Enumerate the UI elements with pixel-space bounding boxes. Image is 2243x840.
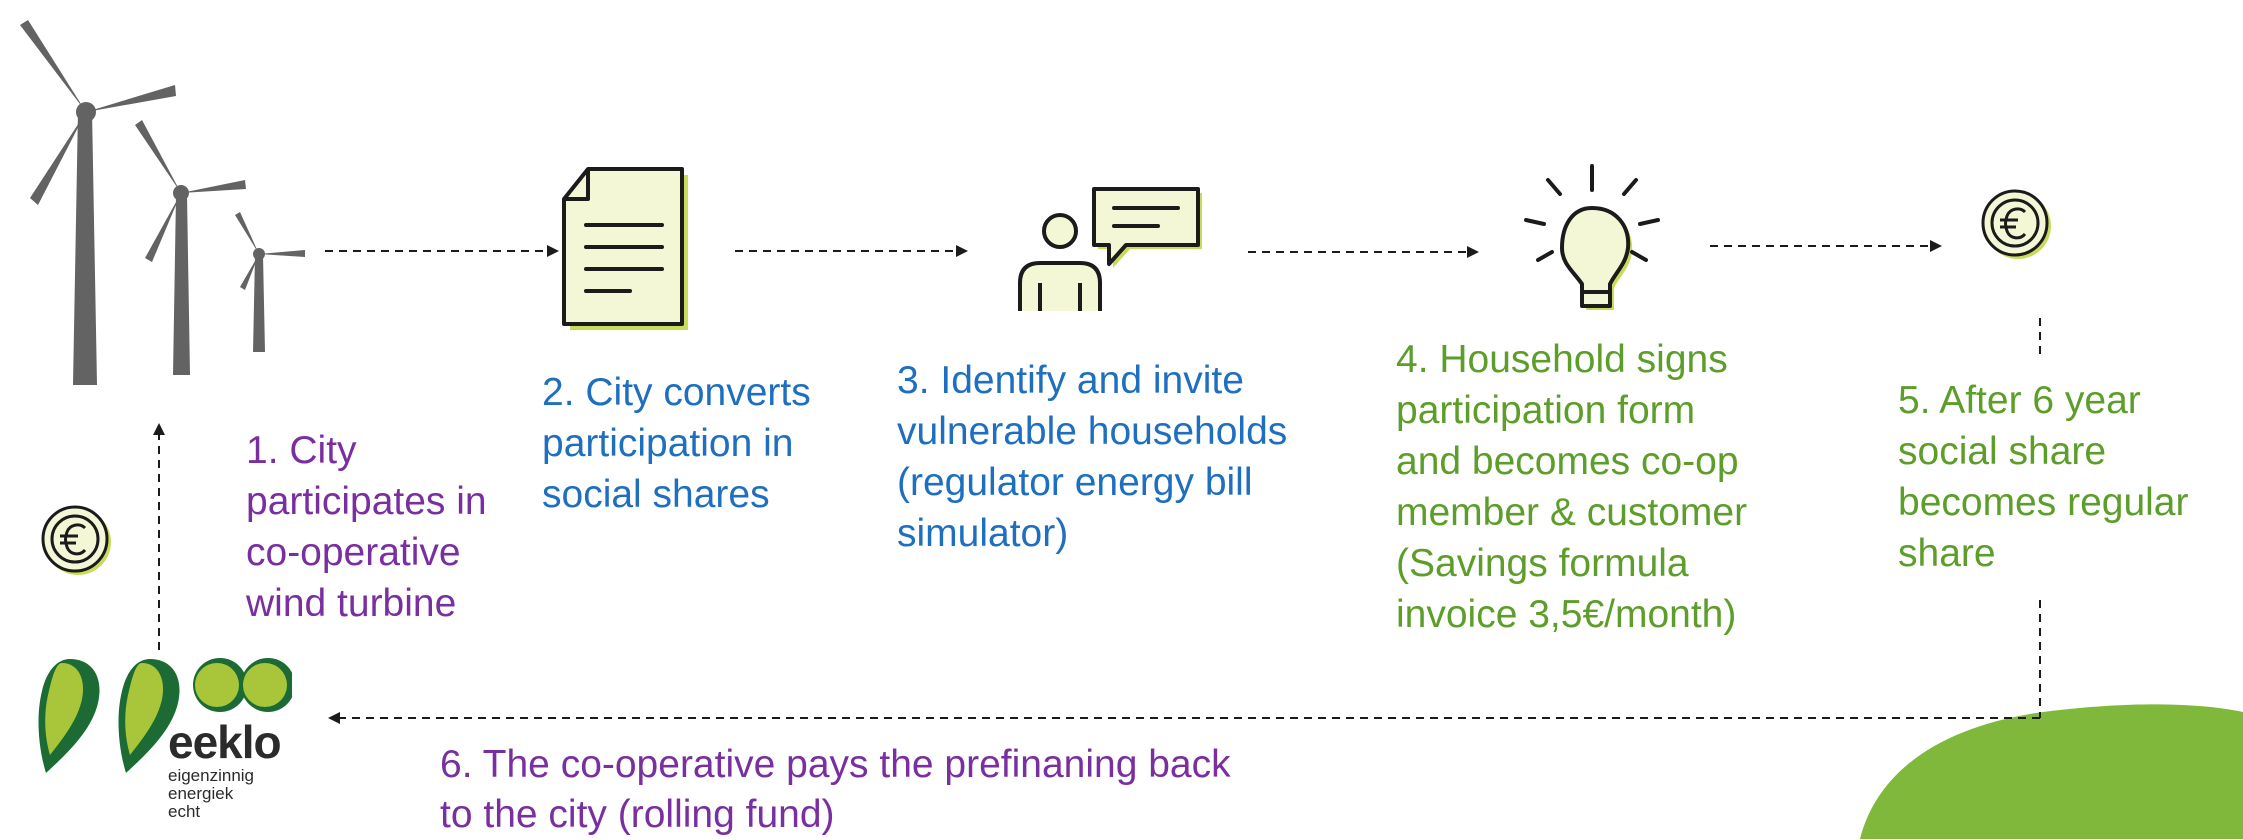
logo-tagline: eigenzinnig energiek echt: [168, 767, 254, 821]
logo-tagline-line: eigenzinnig: [168, 766, 255, 785]
step-6-label: 6. The co-operative pays the prefinaning…: [440, 743, 1231, 836]
step-3-label: 3. Identify and invite vulnerable househ…: [897, 359, 1288, 555]
wind-turbine-icon: [20, 20, 305, 385]
lightbulb-icon: [1524, 164, 1660, 310]
eeklo-logo: eeklo eigenzinnig energiek echt: [32, 655, 292, 835]
logo-tagline-line: energiek: [168, 784, 234, 803]
euro-coin-icon: [41, 505, 111, 575]
step-4-label: 4. Household signs participation form an…: [1396, 338, 1748, 636]
step-2-label: 2. City converts participation in social…: [542, 371, 811, 516]
euro-coin-icon: [1981, 189, 2051, 259]
step-5-label: 5. After 6 year social share becomes reg…: [1898, 379, 2189, 575]
step-1-label: 1. City participates in co-operative win…: [246, 429, 487, 625]
logo-mark: [38, 658, 292, 773]
logo-name: eeklo: [168, 716, 282, 768]
person-speech-icon: [1018, 187, 1202, 311]
logo-tagline-line: echt: [168, 802, 201, 821]
document-icon: [562, 167, 688, 330]
